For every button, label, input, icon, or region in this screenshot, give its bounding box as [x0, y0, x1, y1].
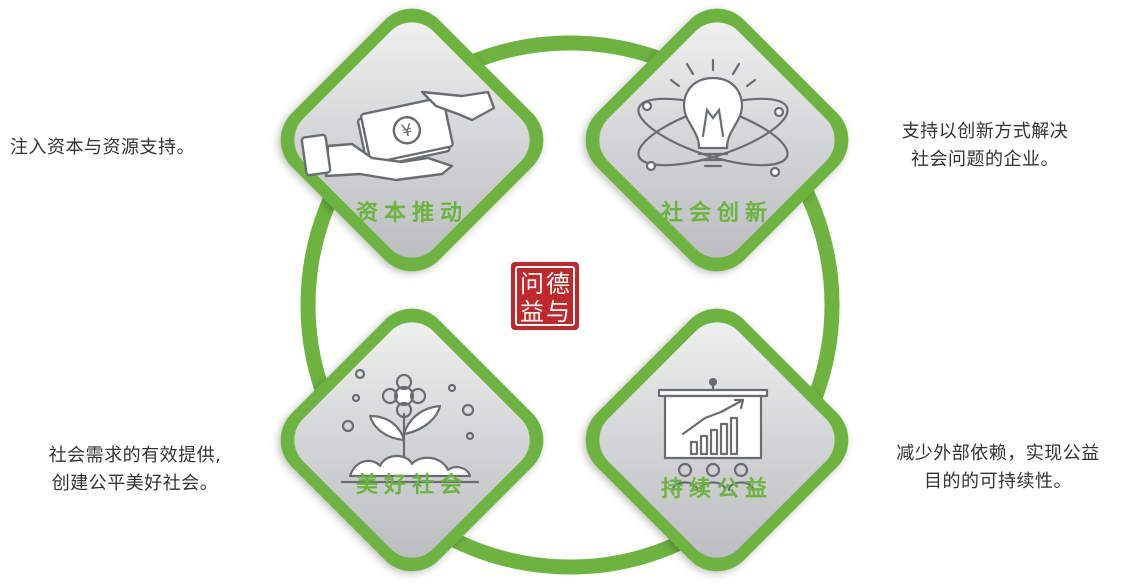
- card-society: 美好社会: [280, 308, 544, 572]
- card-label-capital: 资本推动: [356, 201, 468, 226]
- svg-text:¥: ¥: [400, 120, 415, 142]
- lightbulb-atom-icon: [637, 58, 789, 178]
- seal-char-4: 与: [546, 298, 570, 326]
- description-society: 社会需求的有效提供, 创建公平美好社会。: [10, 442, 260, 498]
- seal-char-1: 问: [520, 270, 544, 298]
- money-hands-icon: ¥: [300, 90, 496, 182]
- card-label-sustain: 持续公益: [661, 476, 773, 502]
- seal-char-2: 德: [546, 270, 570, 298]
- description-innovation-line-1: 支持以创新方式解决: [901, 121, 1069, 142]
- card-innovation: 社会创新: [585, 8, 849, 272]
- description-society-line-1: 社会需求的有效提供,: [48, 445, 222, 466]
- description-sustain-line-1: 减少外部依赖，实现公益: [896, 443, 1100, 464]
- description-sustain-line-2: 目的的可持续性。: [924, 471, 1072, 492]
- seal-char-3: 益: [520, 298, 544, 326]
- description-capital: 注入资本与资源支持。: [10, 134, 195, 162]
- presentation-chart-icon: [657, 377, 769, 492]
- card-label-innovation: 社会创新: [661, 200, 773, 226]
- card-capital: ¥ 资本推动: [280, 8, 544, 272]
- card-sustain: 持续公益: [585, 308, 849, 572]
- center-seal-stamp: 问 德 益 与: [511, 262, 579, 330]
- description-society-line-2: 创建公平美好社会。: [51, 473, 219, 494]
- description-sustain: 减少外部依赖，实现公益 目的的可持续性。: [860, 440, 1136, 496]
- description-innovation: 支持以创新方式解决 社会问题的企业。: [860, 118, 1110, 174]
- description-innovation-line-2: 社会问题的企业。: [911, 149, 1059, 170]
- description-capital-line-1: 注入资本与资源支持。: [10, 137, 195, 158]
- card-label-society: 美好社会: [356, 472, 468, 498]
- cycle-ring: [300, 35, 840, 575]
- growing-plant-icon: [340, 368, 480, 484]
